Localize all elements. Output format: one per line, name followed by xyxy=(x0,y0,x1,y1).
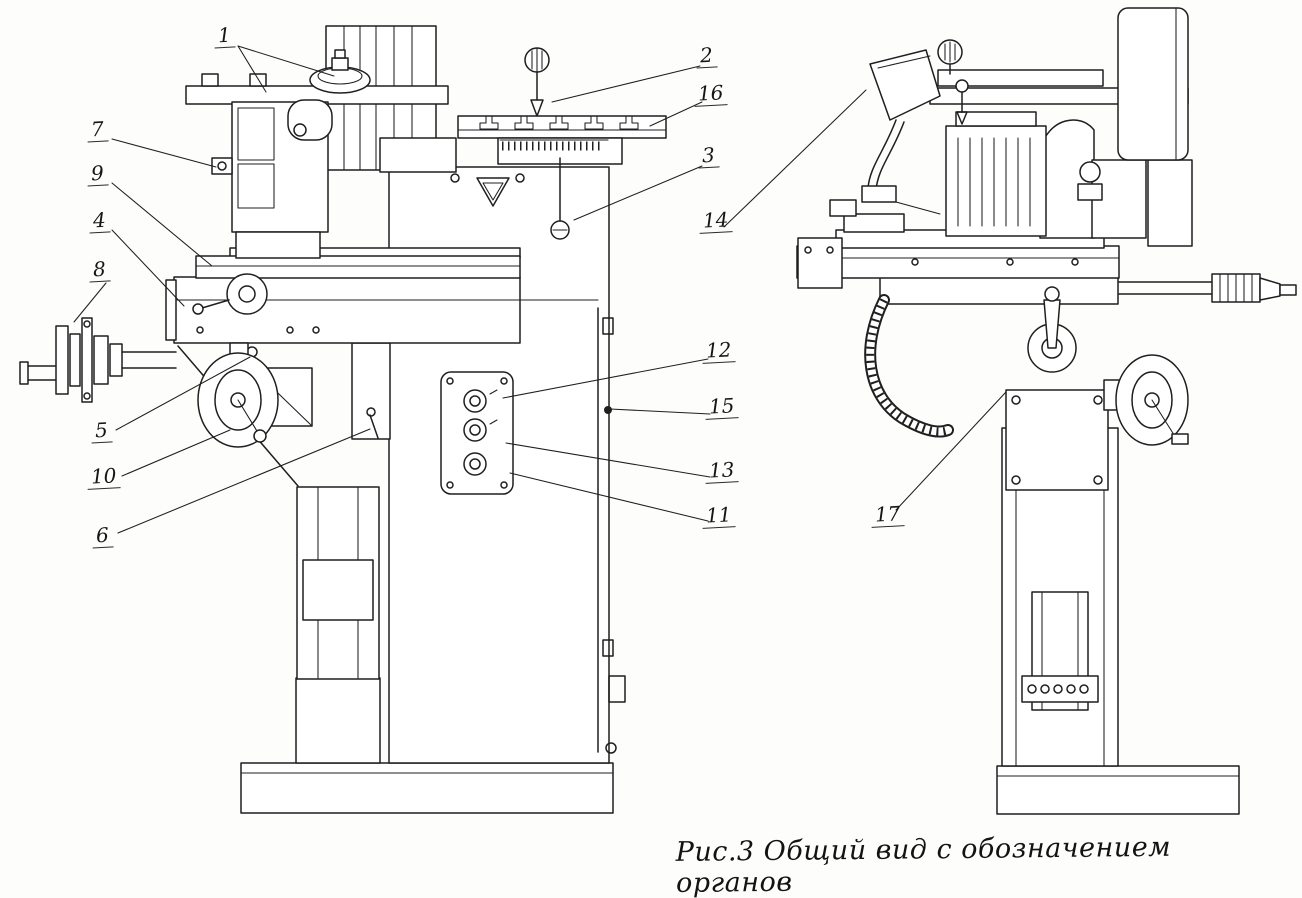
callout-10: 10 xyxy=(86,463,122,490)
saddle-clamp-lever xyxy=(1027,286,1077,373)
knee-support-column xyxy=(295,486,381,764)
callout-9: 9 xyxy=(86,161,109,187)
clamp-lever-knob xyxy=(192,303,204,315)
callout-3: 3 xyxy=(697,143,720,169)
warning-triangle xyxy=(476,177,510,207)
machine-base-left xyxy=(240,762,614,814)
figure-caption: Рис.3 Общий вид с обозначением органов у… xyxy=(676,831,1237,898)
coolant-hose xyxy=(864,294,954,438)
right-view-side xyxy=(796,7,1297,815)
left-view-front xyxy=(19,25,667,814)
callout-4: 4 xyxy=(88,208,111,234)
callout-13: 13 xyxy=(704,457,740,484)
depth-stop-plumb xyxy=(550,157,570,240)
machine-base-right xyxy=(996,765,1240,815)
callout-5: 5 xyxy=(90,418,113,444)
control-panel xyxy=(440,371,514,495)
callout-16: 16 xyxy=(693,80,729,107)
door-latch xyxy=(604,406,612,414)
callout-12: 12 xyxy=(701,337,737,364)
gearbox-cover-panel xyxy=(1005,389,1109,491)
callout-15: 15 xyxy=(704,393,740,420)
vertical-feed-handwheel xyxy=(1103,354,1189,446)
table-lead-screw xyxy=(796,199,1297,305)
leader-lines xyxy=(73,45,1007,534)
push-button-top xyxy=(463,389,487,413)
callout-7: 7 xyxy=(86,117,109,143)
push-button-middle xyxy=(463,418,487,442)
head-clamp-bolt xyxy=(217,161,227,171)
callout-1: 1 xyxy=(213,23,236,49)
caption-line1: Рис.3 Общий вид с обозначением органов xyxy=(675,831,1172,898)
callout-8: 8 xyxy=(88,257,111,283)
callout-14: 14 xyxy=(698,207,734,234)
cross-feed-handwheel xyxy=(197,342,279,448)
longitudinal-feed-shaft xyxy=(19,317,177,403)
callout-11: 11 xyxy=(701,502,737,529)
work-lamp xyxy=(861,49,941,215)
work-table xyxy=(450,115,667,240)
callout-2: 2 xyxy=(695,43,718,69)
lead-screw-handle xyxy=(1211,273,1297,303)
head-assembly-right xyxy=(929,7,1193,247)
spindle-cutter xyxy=(524,47,550,123)
push-button-bottom xyxy=(463,452,487,476)
callout-6: 6 xyxy=(91,523,114,549)
callout-17: 17 xyxy=(870,501,906,528)
knee-saddle-assembly xyxy=(165,247,521,487)
